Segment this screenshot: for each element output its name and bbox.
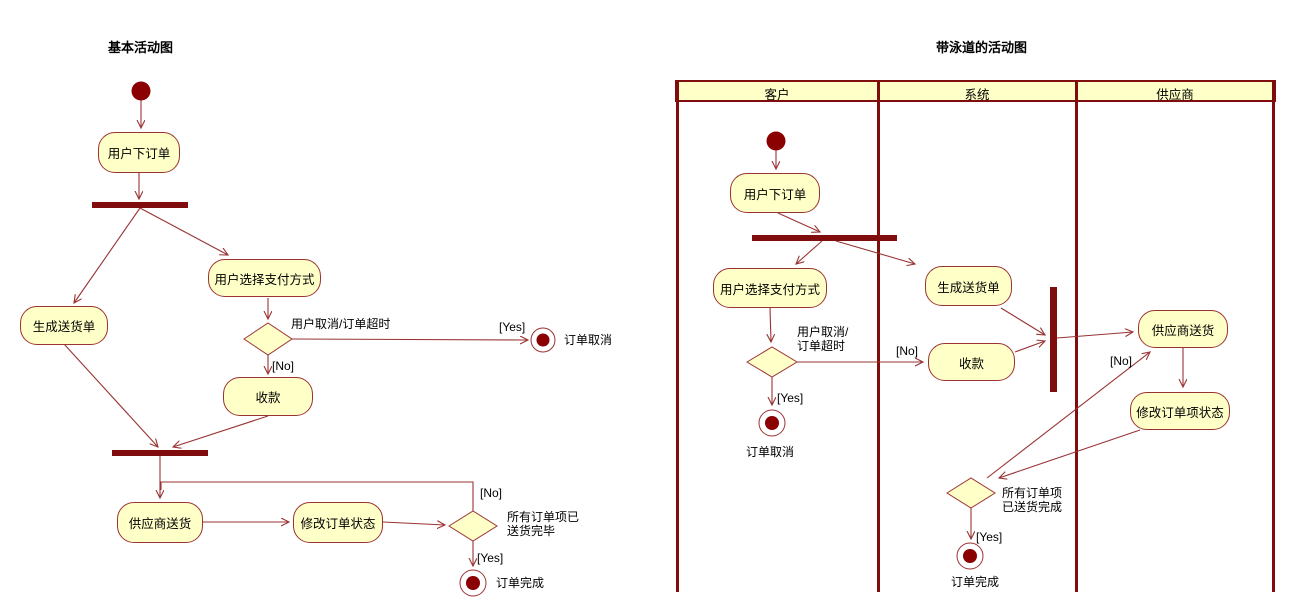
activity-r-place-order: 用户下订单 (730, 173, 820, 213)
activity-r-collect-payment: 收款 (928, 343, 1015, 381)
edge-r-collect-to-join (1014, 341, 1045, 353)
right-decision-delivered (946, 477, 996, 509)
edge-r-place-order-to-fork (777, 212, 820, 232)
right-end-node-complete (956, 542, 984, 570)
guard-yes-cancel: [Yes] (499, 320, 526, 334)
activity-r-update-item-status: 修改订单项状态 (1130, 392, 1230, 430)
right-diagram-edges (770, 150, 1183, 539)
edge-generate-delivery-to-join (63, 343, 158, 447)
left-start-node (131, 81, 151, 101)
right-fork-bar (752, 235, 897, 241)
activity-collect-payment: 收款 (223, 377, 313, 416)
right-end-node-cancelled (758, 409, 786, 437)
left-fork-bar (92, 202, 188, 208)
edge-update-to-decision2 (382, 522, 445, 525)
right-join-bar (1050, 287, 1057, 392)
edge-r-join-to-supplier-deliver (1056, 332, 1133, 339)
edge-r-fork-to-generate-delivery (835, 240, 915, 264)
end-label-r-order-complete: 订单完成 (951, 575, 1000, 589)
edge-r-update-to-decision2 (999, 429, 1141, 478)
left-diagram-title: 基本活动图 (108, 40, 174, 55)
end-label-order-cancelled: 订单取消 (564, 333, 613, 347)
edge-fork-to-generate-delivery (74, 207, 141, 303)
activity-generate-delivery: 生成送货单 (20, 306, 108, 345)
guard-r-no-loop: [No] (1110, 354, 1133, 368)
left-decision-delivered (448, 510, 498, 542)
decision-note-line1: 所有订单项已 (507, 510, 580, 524)
left-join-bar (112, 450, 208, 456)
lane-header-supplier: 供应商 (1156, 88, 1194, 102)
edge-label-cancel-condition: 用户取消/订单超时 (291, 317, 391, 331)
edge-decision-to-cancel-end (291, 339, 528, 340)
guard-r-no-pay: [No] (896, 344, 919, 358)
left-diagram-edges (63, 100, 528, 566)
guard-r-yes-cancel: [Yes] (777, 391, 804, 405)
right-diagram-title: 带泳道的活动图 (936, 40, 1028, 55)
activity-supplier-deliver: 供应商送货 (117, 502, 203, 543)
right-start-node (766, 131, 786, 151)
left-end-node-complete (459, 569, 487, 597)
edge-r-fork-to-choose-payment (796, 240, 823, 264)
left-end-node-cancelled (530, 327, 556, 353)
end-label-r-order-cancelled: 订单取消 (746, 445, 795, 459)
lane-header-customer: 客户 (764, 88, 790, 102)
activity-update-order-status: 修改订单状态 (293, 502, 383, 543)
edge-r-generate-delivery-to-join (1000, 307, 1045, 335)
edge-no-loopback (160, 481, 474, 511)
guard-r-yes-done: [Yes] (976, 530, 1003, 544)
decision-note-r-line1: 所有订单项 (1002, 486, 1063, 500)
end-label-order-complete: 订单完成 (496, 576, 545, 590)
edge-label-r-cancel-line1: 用户取消/ (797, 325, 849, 339)
guard-no-pay: [No] (272, 359, 295, 373)
activity-r-choose-payment: 用户选择支付方式 (713, 268, 827, 308)
guard-no-loop: [No] (480, 486, 503, 500)
edge-label-r-cancel-line2: 订单超时 (797, 339, 846, 353)
edge-collect-to-join (173, 415, 269, 447)
activity-choose-payment: 用户选择支付方式 (208, 259, 321, 297)
activity-r-supplier-deliver: 供应商送货 (1138, 310, 1228, 348)
activity-place-order: 用户下订单 (98, 132, 180, 173)
left-decision-payment (243, 322, 293, 356)
edge-r-choose-payment-to-decision (770, 307, 771, 342)
right-decision-payment (746, 346, 798, 378)
edge-r-decision2-no-loop (986, 352, 1150, 479)
lane-header-system: 系统 (964, 88, 990, 102)
edge-fork-to-choose-payment (139, 207, 228, 255)
decision-note-line2: 送货完毕 (507, 524, 556, 538)
decision-note-r-line2: 已送货完成 (1002, 500, 1063, 514)
guard-yes-done: [Yes] (477, 551, 504, 565)
activity-r-generate-delivery: 生成送货单 (925, 266, 1012, 306)
